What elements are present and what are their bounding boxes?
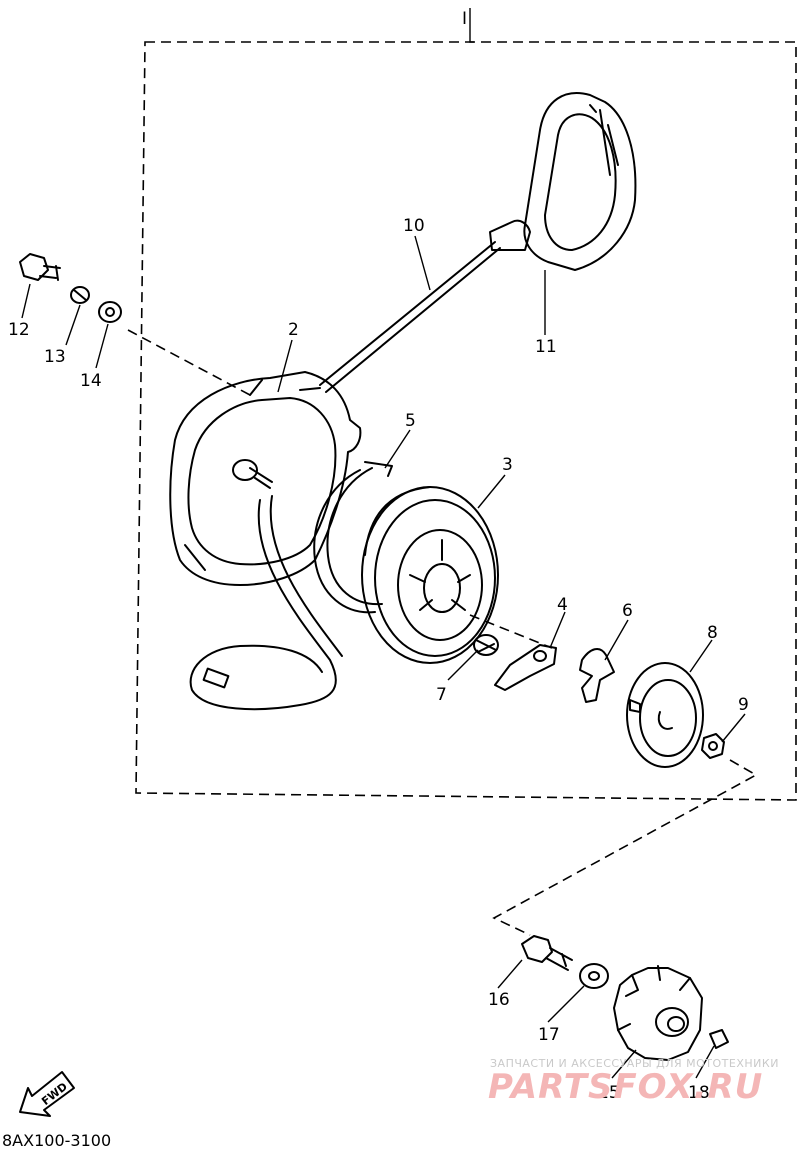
callout-8: 8 [707,623,718,643]
nut-part-9 [701,733,725,759]
lower-group-dashline [492,759,758,936]
forward-arrow-icon: FWD [19,1071,75,1117]
callout-4: 4 [557,595,568,615]
callout-11: 11 [535,337,557,357]
recoil-spring-part-5 [313,461,393,614]
callout-leaders [21,235,746,1079]
callout-17: 17 [538,1025,560,1045]
friction-plate-part-8 [626,662,704,768]
washer-to-case-dashline [127,329,251,396]
reel-to-pawl-dashline [469,614,553,649]
callout-5: 5 [405,411,416,431]
starter-pulley-part-15 [613,965,703,1061]
pawl-spring-part-6 [579,648,615,703]
callout-6: 6 [622,601,633,621]
callout-10: 10 [403,216,425,236]
bolt-part-16 [521,935,573,971]
callout-3: 3 [502,455,513,475]
callout-14: 14 [80,371,102,391]
watermark-brand: PARTSFOX.RU [488,1067,763,1107]
spring-washer-part-13 [70,286,90,304]
callout-13: 13 [44,347,66,367]
starter-rope-part-10 [189,241,501,711]
washer-part-14 [98,301,122,323]
callout-12: 12 [8,320,30,340]
callout-16: 16 [488,990,510,1010]
watermark-tagline: ЗАПЧАСТИ И АКСЕССУАРЫ ДЛЯ МОТОТЕХНИКИ [490,1057,779,1070]
group-marker-label: I [462,9,467,29]
callout-15: 15 [598,1083,620,1103]
callout-18: 18 [688,1083,710,1103]
key-part-18 [709,1029,729,1049]
drawing-code: 8AX100-3100 [2,1131,111,1150]
callout-7: 7 [436,685,447,705]
starter-handle-part-11 [489,92,637,271]
callout-9: 9 [738,695,749,715]
assembly-boundary [135,41,797,801]
bolt-part-12 [19,253,61,281]
pawl-part-4 [494,644,557,691]
callout-2: 2 [288,320,299,340]
washer-part-17 [579,963,609,989]
drive-reel-part-3 [361,486,499,664]
group-marker-leader [469,8,474,43]
collar-part-7 [473,634,499,656]
